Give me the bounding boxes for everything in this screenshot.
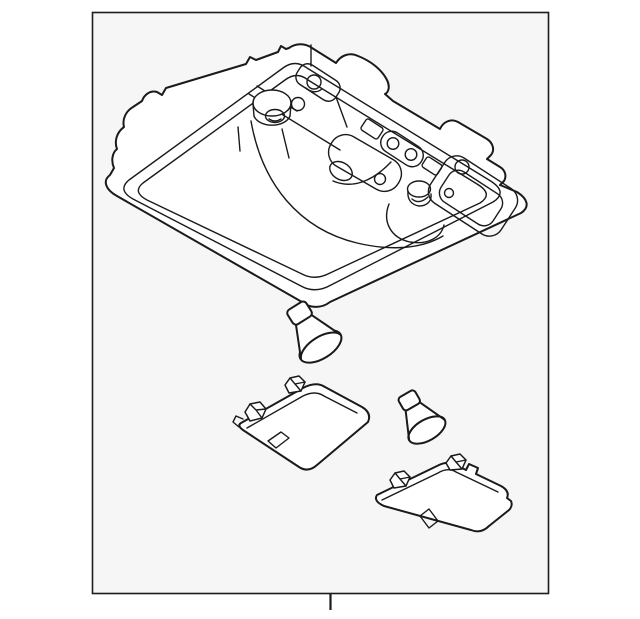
clip-tab-icon <box>244 401 267 422</box>
clip-tab-icon <box>445 453 467 471</box>
bulb-upper-drawing <box>286 300 343 364</box>
lens-cover-left-drawing <box>232 375 371 471</box>
screw-hole-icon <box>306 74 322 90</box>
lens-slot-icon <box>267 431 290 449</box>
screw-boss-icon <box>252 89 292 117</box>
console-housing-drawing <box>104 43 528 308</box>
lens-slot-icon <box>419 508 439 529</box>
housing-outline <box>104 43 528 308</box>
panel-details <box>237 44 519 249</box>
clip-tab-icon <box>389 470 411 489</box>
lens-cover-right-drawing <box>374 453 513 533</box>
bulb-lower-drawing <box>397 389 447 445</box>
clip-tab-icon <box>284 375 306 394</box>
